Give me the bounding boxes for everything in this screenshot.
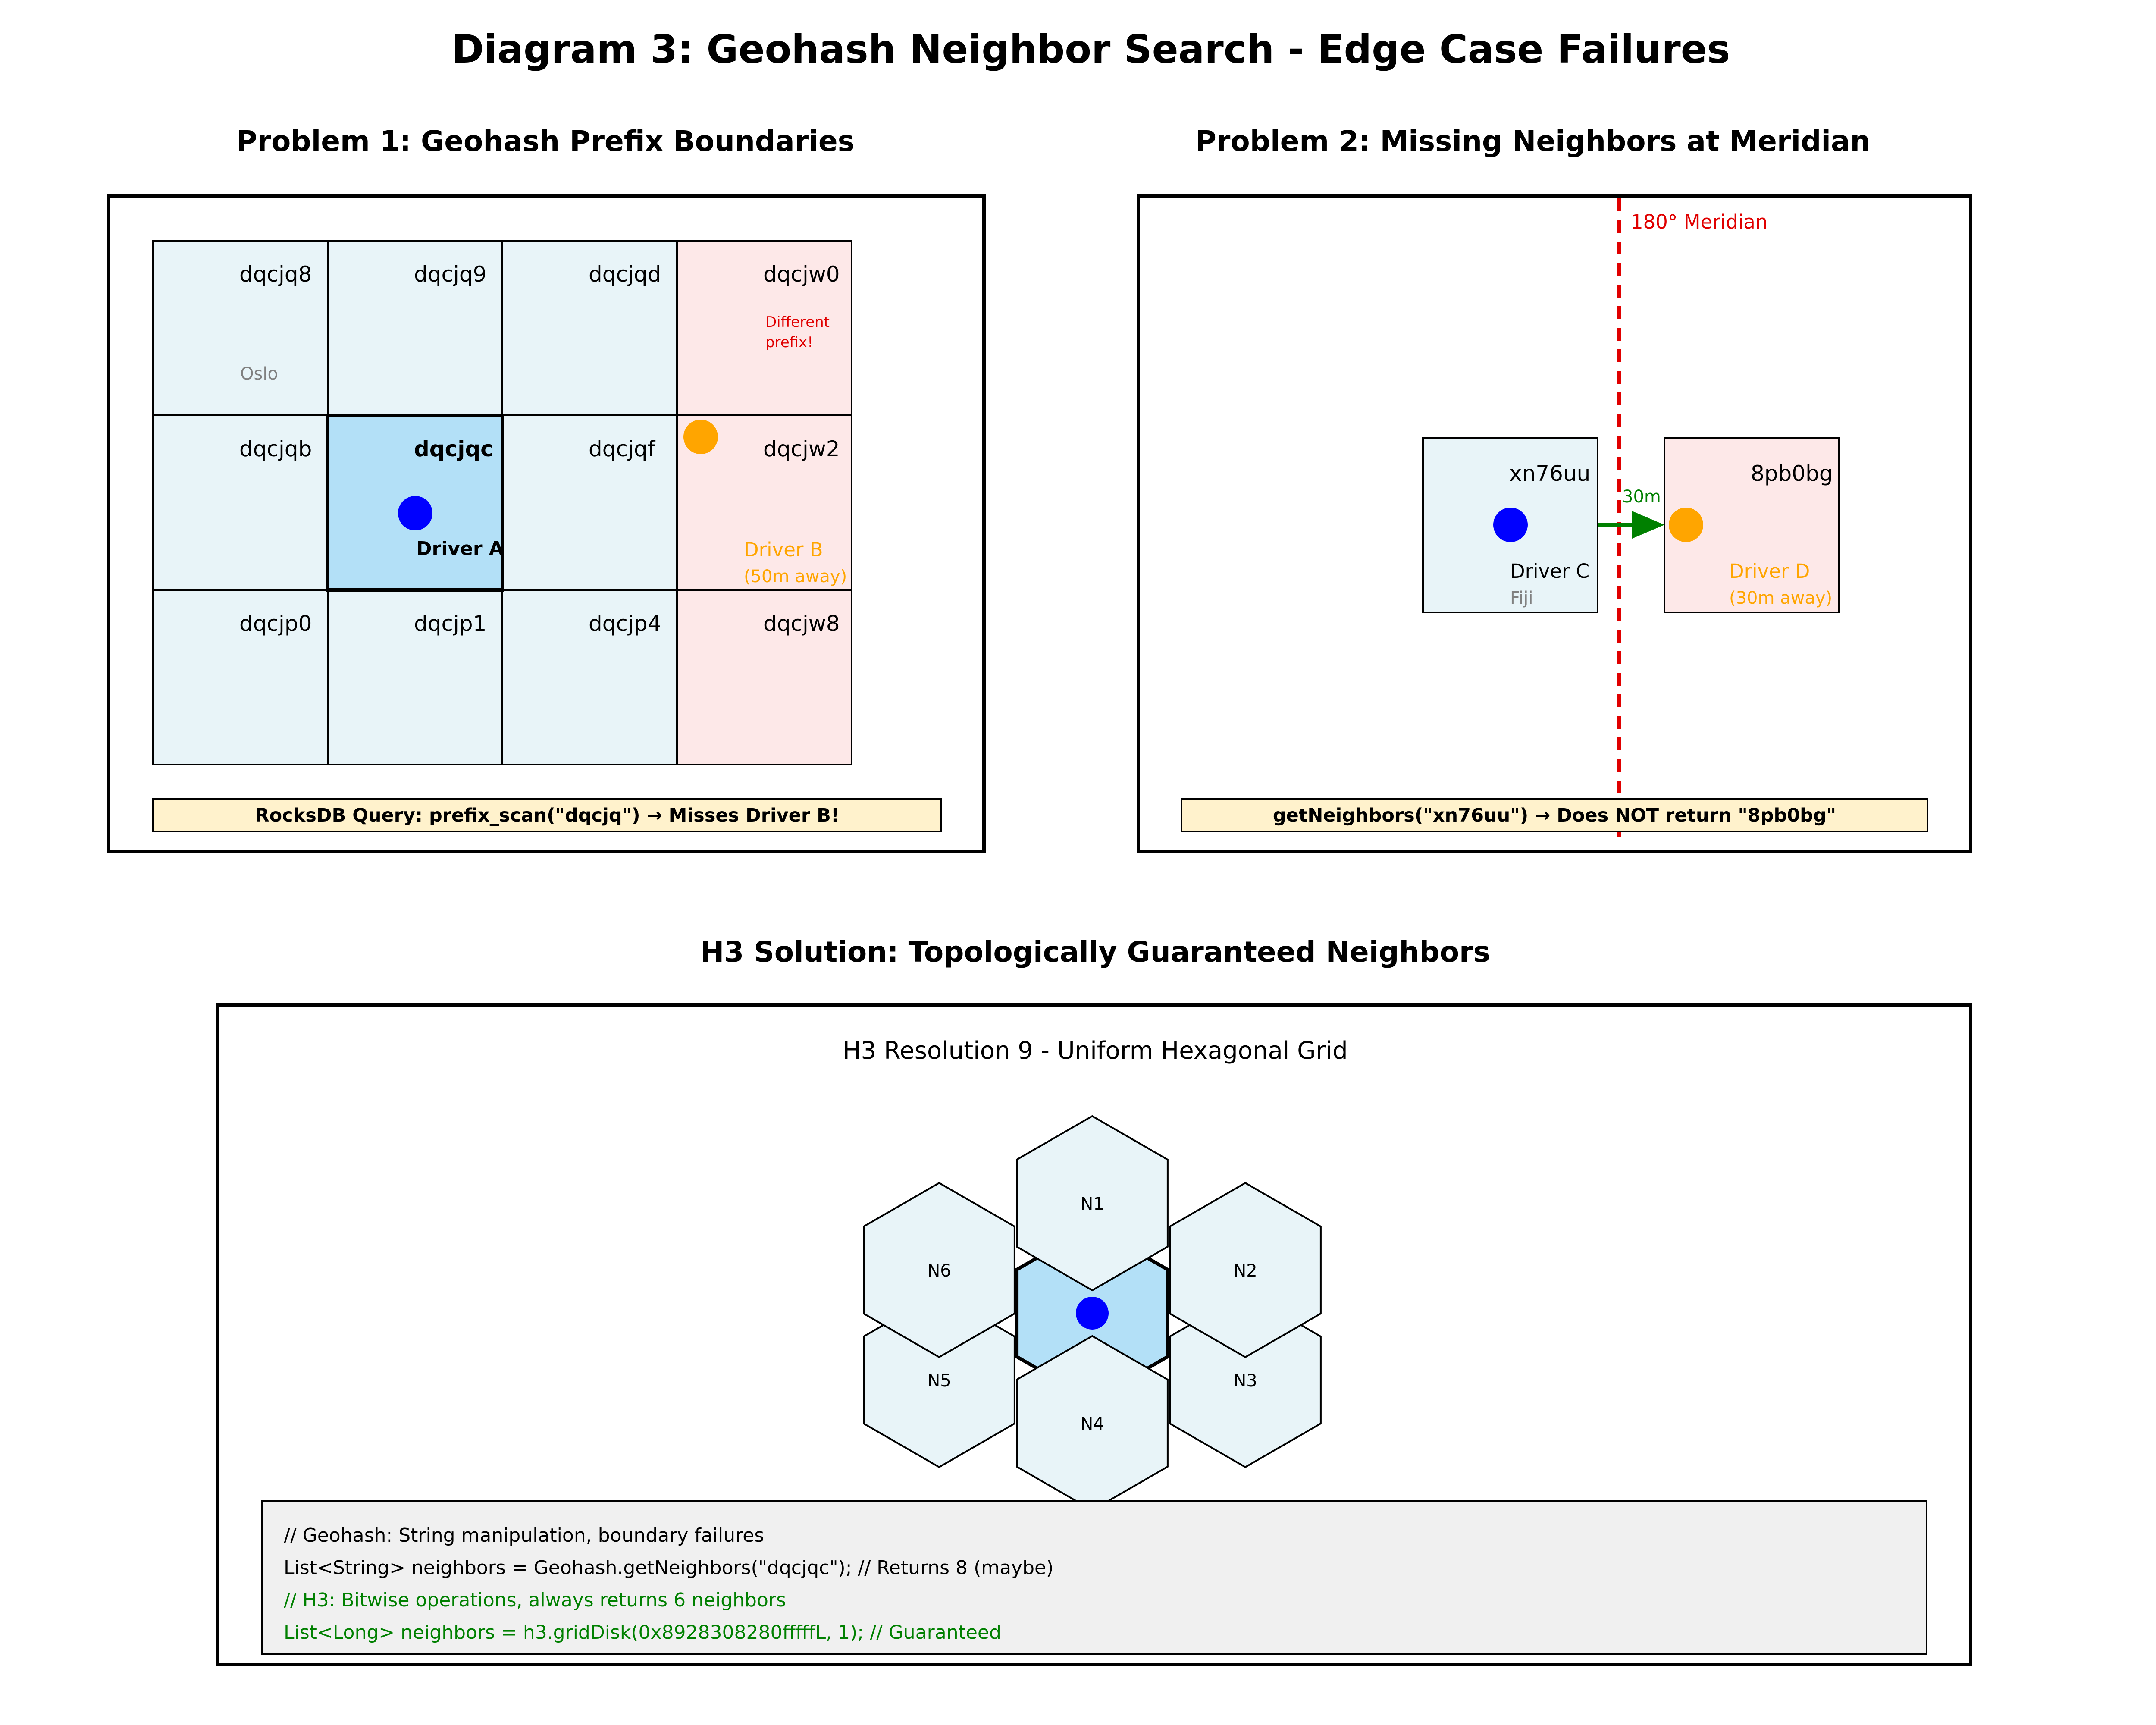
hex-neighbor-N6 (863, 1182, 1015, 1358)
different-prefix-label-line2: prefix! (765, 334, 813, 351)
problem1-title: Problem 1: Geohash Prefix Boundaries (236, 125, 855, 158)
problem2-query-note: getNeighbors("xn76uu") → Does NOT return… (1273, 805, 1836, 826)
city-label-fiji: Fiji (1510, 588, 1533, 608)
driver-b-distance: (50m away) (744, 567, 847, 586)
problem1-query-note-box (152, 798, 942, 832)
hex-neighbor-N3 (1169, 1292, 1322, 1468)
hex-neighbor-label: N2 (1233, 1261, 1257, 1281)
geohash-cell-label: dqcjq9 (414, 262, 486, 287)
geohash-cell-label: dqcjp4 (589, 611, 661, 636)
driver-b-label: Driver B (744, 538, 823, 561)
different-prefix-label-line1: Different (765, 314, 830, 331)
geohash-cell-dqcjw0 (676, 240, 852, 416)
geohash-grid: dqcjq8 dqcjq9 dqcjqd dqcjw0 dqcjqb dqcjqc dqcj… (152, 240, 852, 765)
problem2-frame (1137, 194, 1972, 853)
driver-d-label: Driver D (1729, 560, 1810, 583)
problem1-panel: Problem 1: Geohash Prefix Boundaries dqc… (107, 125, 986, 853)
geohash-cell-dqcjp1 (327, 589, 503, 765)
hex-neighbor-label: N6 (927, 1261, 951, 1281)
code-line-3: // H3: Bitwise operations, always return… (284, 1589, 786, 1611)
distance-arrow-head (1632, 511, 1664, 539)
problem2-query-note-box (1181, 798, 1928, 832)
meridian-label: 180° Meridian (1631, 210, 1767, 233)
hex-neighbor-N2 (1169, 1182, 1322, 1358)
cell-label-xn76uu: xn76uu (1509, 461, 1590, 486)
geohash-cell-dqcjw8 (676, 589, 852, 765)
problem1-frame (107, 194, 986, 853)
geohash-cell-label: dqcjqf (589, 436, 656, 461)
hex-center-driver-marker (1076, 1297, 1109, 1330)
geohash-cell-label: dqcjqc (414, 436, 493, 461)
solution-panel: H3 Solution: Topologically Guaranteed Ne… (216, 935, 1972, 1666)
driver-d-marker (1669, 508, 1703, 542)
geohash-cell-label: dqcjw2 (763, 436, 840, 461)
geohash-cell-label: dqcjw8 (763, 611, 840, 636)
hex-grid-label: H3 Resolution 9 - Uniform Hexagonal Grid (843, 1037, 1348, 1065)
hex-neighbor-label: N1 (1080, 1194, 1104, 1214)
geohash-cell-label: dqcjqb (239, 436, 312, 461)
problem2-panel: Problem 2: Missing Neighbors at Meridian… (1137, 125, 1972, 853)
geohash-cell-dqcjp4 (501, 589, 678, 765)
diagram-title: Diagram 3: Geohash Neighbor Search - Edg… (452, 27, 1730, 72)
code-line-1: // Geohash: String manipulation, boundar… (284, 1524, 764, 1546)
geohash-cell-dqcjq9 (327, 240, 503, 416)
solution-frame (216, 1003, 1972, 1666)
geohash-cell-label: dqcjp0 (239, 611, 312, 636)
hex-neighbor-N1 (1016, 1115, 1169, 1292)
hex-neighbor-label: N5 (927, 1371, 951, 1391)
distance-label: 30m (1622, 487, 1661, 507)
driver-b-marker (683, 420, 718, 454)
geohash-cell-label: dqcjqd (589, 262, 661, 287)
geohash-cell-dqcjp0 (152, 589, 329, 765)
driver-a-label: Driver A (416, 538, 504, 560)
city-label-oslo: Oslo (240, 364, 278, 384)
geohash-cell-label: dqcjp1 (414, 611, 486, 636)
hex-neighbor-N5 (863, 1292, 1015, 1468)
geohash-cell-dqcjq8 (152, 240, 329, 416)
cell-label-8pb0bg: 8pb0bg (1751, 461, 1833, 486)
hex-neighbor-label: N3 (1233, 1371, 1257, 1391)
code-line-4: List<Long> neighbors = h3.gridDisk(0x892… (284, 1622, 1001, 1643)
geohash-cell-label: dqcjq8 (239, 262, 312, 287)
code-block (261, 1500, 1927, 1655)
driver-c-label: Driver C (1510, 560, 1589, 583)
problem2-title: Problem 2: Missing Neighbors at Meridian (1196, 125, 1871, 158)
hex-neighbor-label: N4 (1080, 1414, 1104, 1434)
driver-d-distance: (30m away) (1729, 588, 1832, 608)
driver-c-marker (1493, 508, 1528, 542)
solution-title: H3 Solution: Topologically Guaranteed Ne… (700, 935, 1490, 969)
geohash-cell-label: dqcjw0 (763, 262, 840, 287)
problem1-query-note: RocksDB Query: prefix_scan("dqcjq") → Mi… (255, 805, 840, 826)
code-line-2: List<String> neighbors = Geohash.getNeig… (284, 1557, 1053, 1579)
driver-a-marker (398, 496, 432, 530)
geohash-center-cell-border (326, 414, 504, 592)
